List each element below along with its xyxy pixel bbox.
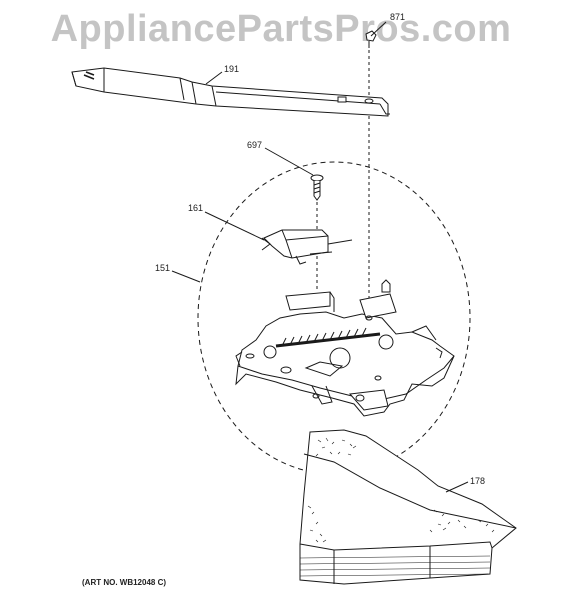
leader-178 xyxy=(445,481,469,493)
latch-assembly xyxy=(235,279,455,417)
watermark-logo: AppliancePartsPros.com xyxy=(50,8,512,50)
leader-871 xyxy=(370,21,387,37)
callout-191: 191 xyxy=(224,64,240,74)
callout-178: 178 xyxy=(470,476,486,486)
callout-151: 151 xyxy=(155,263,171,273)
screw-871 xyxy=(365,30,377,48)
lever-191 xyxy=(71,67,390,117)
callout-161: 161 xyxy=(188,203,204,213)
art-number: (ART NO. WB12048 C) xyxy=(82,578,167,587)
leader-191 xyxy=(205,71,223,85)
switch-161 xyxy=(261,229,353,265)
callout-697: 697 xyxy=(247,140,263,150)
leader-161 xyxy=(204,211,265,241)
callout-871: 871 xyxy=(390,12,406,22)
screw-697 xyxy=(310,174,324,201)
insulation-178 xyxy=(299,429,517,585)
leader-697 xyxy=(264,147,314,176)
leader-151 xyxy=(171,270,201,283)
